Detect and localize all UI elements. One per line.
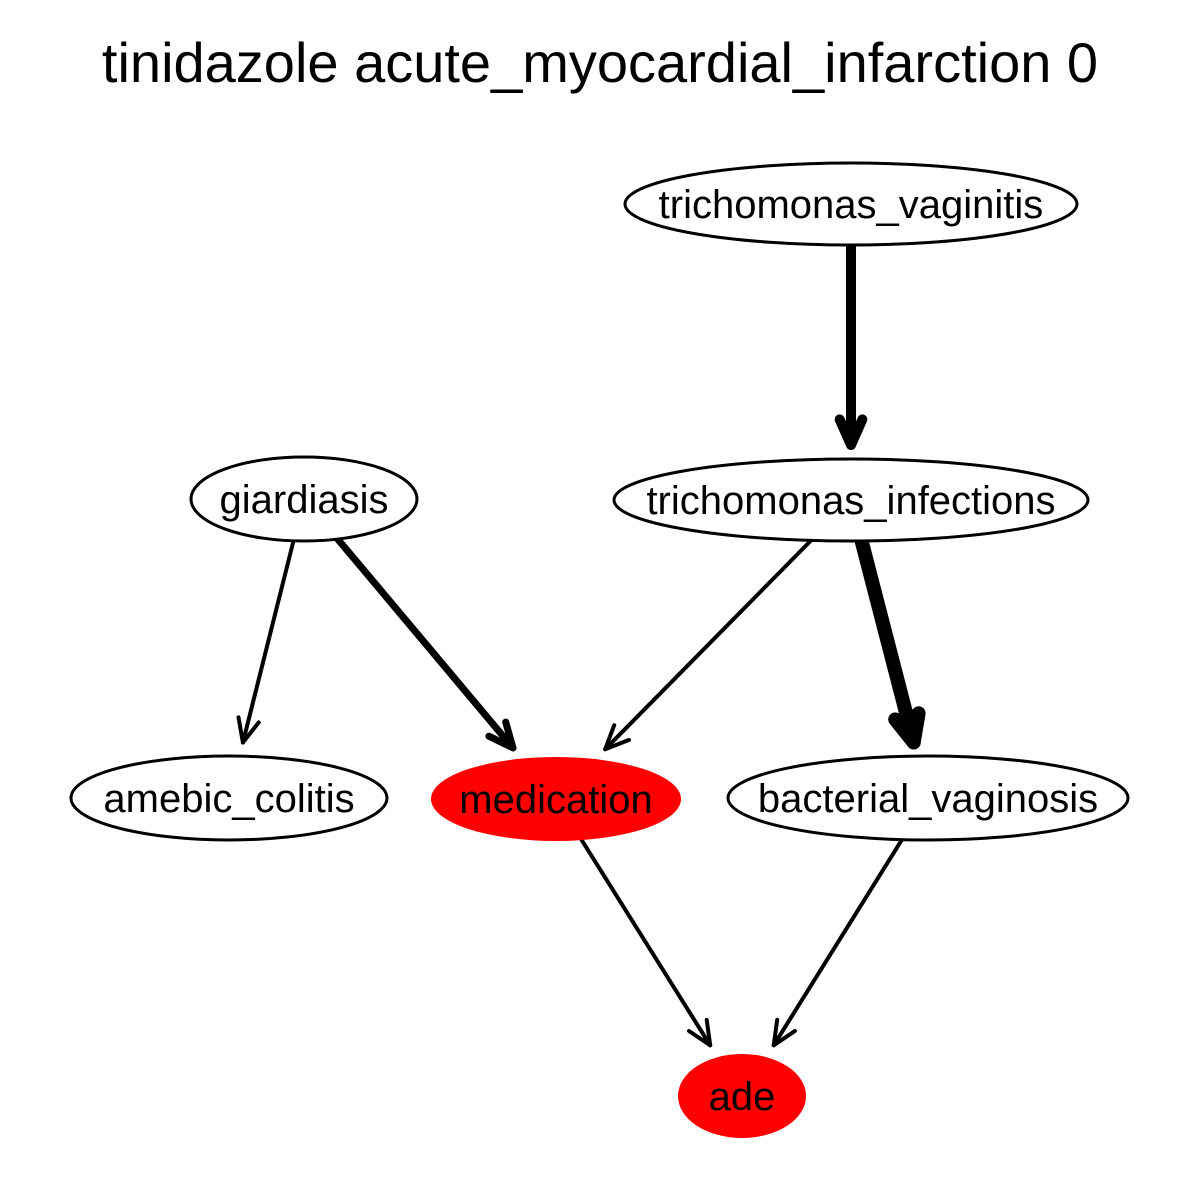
node-ellipse	[678, 1054, 806, 1138]
arrowhead-icon	[603, 723, 631, 752]
arrowhead-icon	[485, 718, 517, 752]
arrowhead-icon	[771, 1017, 797, 1048]
edge-line	[334, 535, 517, 752]
edges-layer	[236, 240, 926, 1048]
node-trichomonas_infections: trichomonas_infections	[612, 457, 1090, 543]
nodes-layer: trichomonas_vaginitis giardiasis trichomon…	[69, 161, 1130, 1138]
arrowhead-icon	[687, 1017, 713, 1048]
edge-trichomonas_vaginitis-to-trichomonas_infections	[834, 240, 868, 450]
edge-line	[603, 538, 814, 752]
node-trichomonas_vaginitis: trichomonas_vaginitis	[623, 161, 1079, 247]
edge-giardiasis-to-medication	[334, 535, 517, 752]
edge-line	[240, 538, 296, 745]
node-ellipse	[612, 457, 1090, 543]
node-label: ade	[709, 1075, 776, 1119]
node-amebic_colitis: amebic_colitis	[69, 754, 389, 842]
node-giardiasis: giardiasis	[189, 455, 419, 543]
node-label: giardiasis	[220, 478, 389, 522]
node-label: medication	[459, 778, 652, 822]
edge-line	[771, 837, 904, 1048]
edge-trichomonas_infections-to-medication	[603, 538, 814, 752]
edge-line	[854, 534, 921, 750]
edge-line	[579, 838, 713, 1048]
arrowhead-icon	[834, 414, 868, 450]
edge-medication-to-ade	[579, 838, 713, 1048]
node-ade: ade	[678, 1054, 806, 1138]
node-ellipse	[69, 754, 389, 842]
node-ellipse	[431, 757, 681, 841]
node-label: bacterial_vaginosis	[758, 777, 1098, 821]
edge-bacterial_vaginosis-to-ade	[771, 837, 904, 1048]
arrowhead-icon	[236, 715, 261, 745]
node-ellipse	[623, 161, 1079, 247]
node-ellipse	[189, 455, 419, 543]
arrowhead-icon	[888, 706, 926, 750]
node-label: amebic_colitis	[103, 777, 354, 821]
node-ellipse	[726, 754, 1130, 842]
node-label: trichomonas_infections	[646, 479, 1055, 523]
edge-trichomonas_infections-to-bacterial_vaginosis	[854, 534, 926, 750]
node-bacterial_vaginosis: bacterial_vaginosis	[726, 754, 1130, 842]
node-label: trichomonas_vaginitis	[659, 183, 1044, 227]
graph-title: tinidazole acute_myocardial_infarction 0	[102, 31, 1098, 94]
edge-giardiasis-to-amebic_colitis	[236, 538, 296, 745]
node-medication: medication	[431, 757, 681, 841]
